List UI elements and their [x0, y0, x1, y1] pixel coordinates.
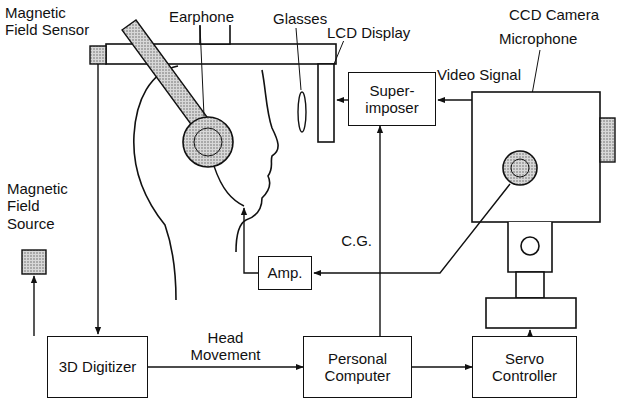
camera-body: [472, 92, 600, 222]
pan-tilt-yoke: [508, 222, 552, 272]
signal-label: C.G.: [339, 232, 374, 249]
part-label: Magnetic Field Sensor: [4, 4, 98, 39]
microphone-rim: [511, 159, 529, 177]
microphone: [503, 151, 537, 185]
lcd-panel: [318, 64, 334, 142]
box-text-group: Servo Controller: [477, 350, 572, 385]
pan-column: [516, 272, 544, 298]
earphone-rim: [194, 128, 222, 156]
head-outline: [134, 66, 278, 300]
audio-wire: [314, 184, 510, 273]
part-label: Video Signal: [436, 66, 522, 83]
tilt-pivot: [521, 237, 539, 255]
ccd-lens: [600, 118, 615, 162]
part-label: Magnetic Field Source: [6, 180, 80, 232]
servo-base: [486, 298, 576, 328]
earphone: [183, 117, 233, 167]
box-label: Personal Computer: [308, 350, 407, 385]
signal-arrow: [412, 366, 472, 367]
sensor-wire: [97, 64, 98, 334]
glasses-lens: [298, 92, 306, 132]
field-source: [22, 250, 46, 274]
box-label: Super-imposer: [353, 82, 431, 117]
box-label: 3D Digitizer: [59, 358, 137, 375]
box-text-group: 3D Digitizer: [59, 358, 137, 375]
process-box: 3D Digitizer: [47, 336, 148, 398]
source-wire: [33, 276, 34, 336]
process-box: Super-imposer: [348, 72, 436, 126]
part-label: CCD Camera: [508, 6, 600, 23]
sensor-block: [90, 46, 106, 64]
overlay-wire: [337, 99, 348, 100]
leader-line: [334, 40, 344, 64]
part-label: Earphone: [168, 8, 235, 25]
signal-arrow: [379, 126, 380, 336]
signal-arrow: [148, 366, 303, 367]
part-label: Microphone: [498, 30, 578, 47]
box-text-group: Amp.: [267, 264, 302, 281]
video-wire: [438, 99, 472, 100]
process-box: Servo Controller: [472, 336, 577, 398]
part-label: LCD Display: [326, 24, 411, 41]
mic-boom: [214, 166, 244, 206]
box-text-group: Super-imposer: [353, 82, 431, 117]
part-label: Glasses: [272, 10, 328, 27]
box-text-group: Personal Computer: [308, 350, 407, 385]
box-label: Amp.: [267, 264, 302, 281]
box-label: Servo Controller: [477, 350, 572, 385]
process-box: Personal Computer: [303, 336, 412, 398]
top-support: [200, 22, 230, 44]
earphone-wire: [244, 208, 258, 273]
leader-line: [200, 26, 204, 116]
signal-label: Head Movement: [174, 329, 278, 364]
leader-line: [296, 28, 301, 90]
process-box: Amp.: [258, 256, 312, 290]
